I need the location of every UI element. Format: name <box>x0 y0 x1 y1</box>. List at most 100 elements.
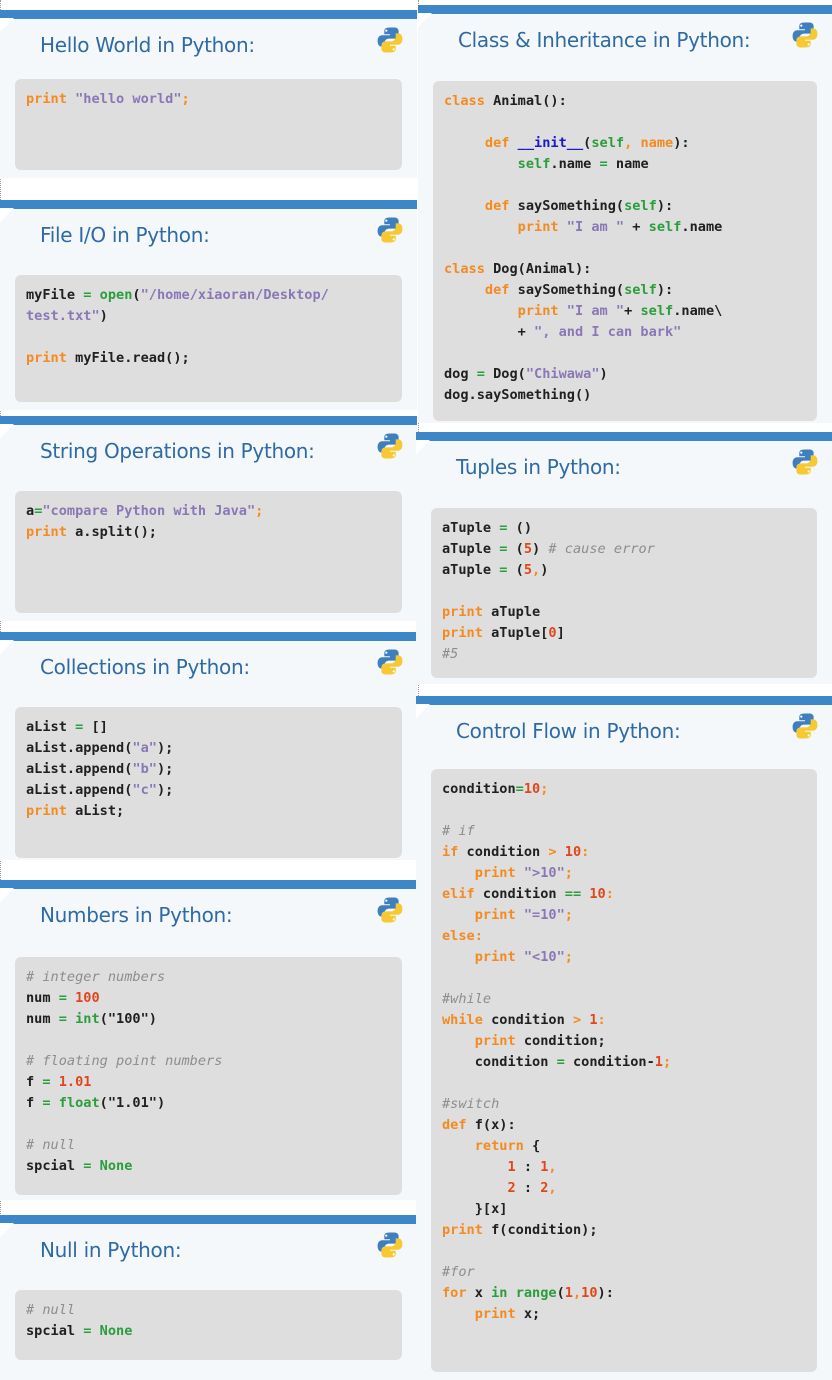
code-line: if condition > 10: <box>442 844 590 860</box>
code-line <box>442 968 806 989</box>
middle-dotted-border <box>418 0 419 1380</box>
python-logo-icon <box>792 22 818 48</box>
card-collections: Collections in Python: aList = [] aList.a… <box>0 632 417 860</box>
code-line: # integer numbers <box>26 969 166 985</box>
card-control-flow: Control Flow in Python: condition=10; # i… <box>416 696 832 1380</box>
card-title: Null in Python: <box>40 1238 182 1262</box>
code-line: while condition > 1: <box>442 1012 606 1028</box>
code-line: def saySomething(self): <box>484 282 674 298</box>
code-line: def saySomething(self): <box>484 198 674 214</box>
code-line: f = 1.01 <box>26 1074 92 1090</box>
code-line: 2 : 2, <box>507 1180 557 1196</box>
code-line: }[x] <box>442 1201 508 1217</box>
code-line: test.txt") <box>26 308 108 324</box>
code-line <box>444 175 806 196</box>
code-line: print ">10"; <box>474 865 573 881</box>
code-line: aList = [] <box>26 719 108 735</box>
python-logo-icon <box>377 217 403 243</box>
card-class-inheritance: Class & Inheritance in Python: class Ani… <box>418 5 832 423</box>
python-logo-icon <box>377 897 403 923</box>
code-line: else: <box>442 928 483 944</box>
code-line: num = 100 <box>26 990 100 1006</box>
python-logo-icon <box>792 713 818 739</box>
code-line: # if <box>442 823 475 839</box>
code-line: dog = Dog("Chiwawa") <box>444 366 608 382</box>
code-line <box>444 112 806 133</box>
code-line: print "<10"; <box>474 949 573 965</box>
code-line <box>26 327 391 348</box>
card-title: File I/O in Python: <box>40 223 210 247</box>
code-line: 1 : 1, <box>507 1159 557 1175</box>
code-line <box>442 800 806 821</box>
python-logo-icon <box>377 433 403 459</box>
code-line: print aList; <box>26 803 125 819</box>
code-block: # null spcial = None <box>15 1290 402 1360</box>
code-line: elif condition == 10: <box>442 886 614 902</box>
code-line <box>26 1114 391 1135</box>
code-block: print "hello world"; <box>15 79 402 170</box>
code-line: f = float("1.01") <box>26 1095 166 1111</box>
code-line: aList.append("b"); <box>26 761 174 777</box>
code-block: myFile = open("/home/xiaoran/Desktop/tes… <box>15 275 402 402</box>
code-line: print a.split(); <box>26 524 157 540</box>
code-line: class Dog(Animal): <box>444 261 592 277</box>
card-title: Class & Inheritance in Python: <box>458 28 751 52</box>
code-line: condition = condition-1; <box>442 1054 672 1070</box>
code-line: def f(x): <box>442 1117 516 1133</box>
code-line: print myFile.read(); <box>26 350 190 366</box>
card-null: Null in Python: # null spcial = None <box>0 1215 417 1380</box>
code-line: class Animal(): <box>444 93 567 109</box>
card-title: Collections in Python: <box>40 655 250 679</box>
code-line: #while <box>442 991 492 1007</box>
code-line: def __init__(self, name): <box>484 135 690 151</box>
card-string-operations: String Operations in Python: a="compare … <box>0 416 417 621</box>
code-line: #for <box>442 1264 475 1280</box>
code-line: print condition; <box>474 1033 606 1049</box>
card-tuples: Tuples in Python: aTuple = ()aTuple = (5… <box>416 432 832 684</box>
code-line: aList.append("c"); <box>26 782 174 798</box>
code-line: condition=10; <box>442 781 549 797</box>
card-numbers: Numbers in Python: # integer numbers num … <box>0 880 417 1200</box>
code-line <box>444 343 806 364</box>
card-file-io: File I/O in Python: myFile = open("/home… <box>0 200 417 410</box>
code-line: self.name = name <box>517 156 649 172</box>
code-line: # floating point numbers <box>26 1053 223 1069</box>
code-line: print "hello world"; <box>26 91 190 107</box>
code-line: num = int("100") <box>26 1011 157 1027</box>
code-line: return { <box>474 1138 541 1154</box>
code-line: print x; <box>474 1306 541 1322</box>
code-line: for x in range(1,10): <box>442 1285 614 1301</box>
code-block: aList = [] aList.append("a"); aList.append… <box>15 707 402 858</box>
code-line: print f(condition); <box>442 1222 598 1238</box>
card-title: Tuples in Python: <box>456 455 621 479</box>
card-title: String Operations in Python: <box>40 439 315 463</box>
python-logo-icon <box>792 449 818 475</box>
code-line: print "=10"; <box>474 907 573 923</box>
code-line: spcial = None <box>26 1158 133 1174</box>
code-line: + ", and I can bark" <box>444 324 682 340</box>
code-line: print aTuple[0] <box>442 625 565 641</box>
python-logo-icon <box>377 649 403 675</box>
code-block: condition=10; # if if condition > 10: prin… <box>431 769 817 1372</box>
python-logo-icon <box>377 27 403 53</box>
code-line: aTuple = (5,) <box>442 562 549 578</box>
code-line: aList.append("a"); <box>26 740 174 756</box>
card-title: Control Flow in Python: <box>456 719 681 743</box>
code-line <box>26 1030 391 1051</box>
code-line <box>442 1073 806 1094</box>
code-line: # null <box>26 1302 76 1318</box>
code-line: aTuple = (5) # cause error <box>442 541 655 557</box>
code-line: #5 <box>442 646 459 662</box>
card-title: Hello World in Python: <box>40 33 255 57</box>
card-title: Numbers in Python: <box>40 903 233 927</box>
code-line: dog.saySomething() <box>444 387 592 403</box>
code-line: print "I am " + self.name <box>517 219 723 235</box>
code-block: a="compare Python with Java";print a.spl… <box>15 491 402 613</box>
python-logo-icon <box>377 1232 403 1258</box>
code-line: spcial = None <box>26 1323 133 1339</box>
code-block: class Animal(): def __init__(self, name)… <box>433 81 817 421</box>
code-line: myFile = open("/home/xiaoran/Desktop/ <box>26 287 329 303</box>
code-block: # integer numbers num = 100 num = int("100… <box>15 957 402 1195</box>
code-line: print "I am "+ self.name\ <box>517 303 723 319</box>
